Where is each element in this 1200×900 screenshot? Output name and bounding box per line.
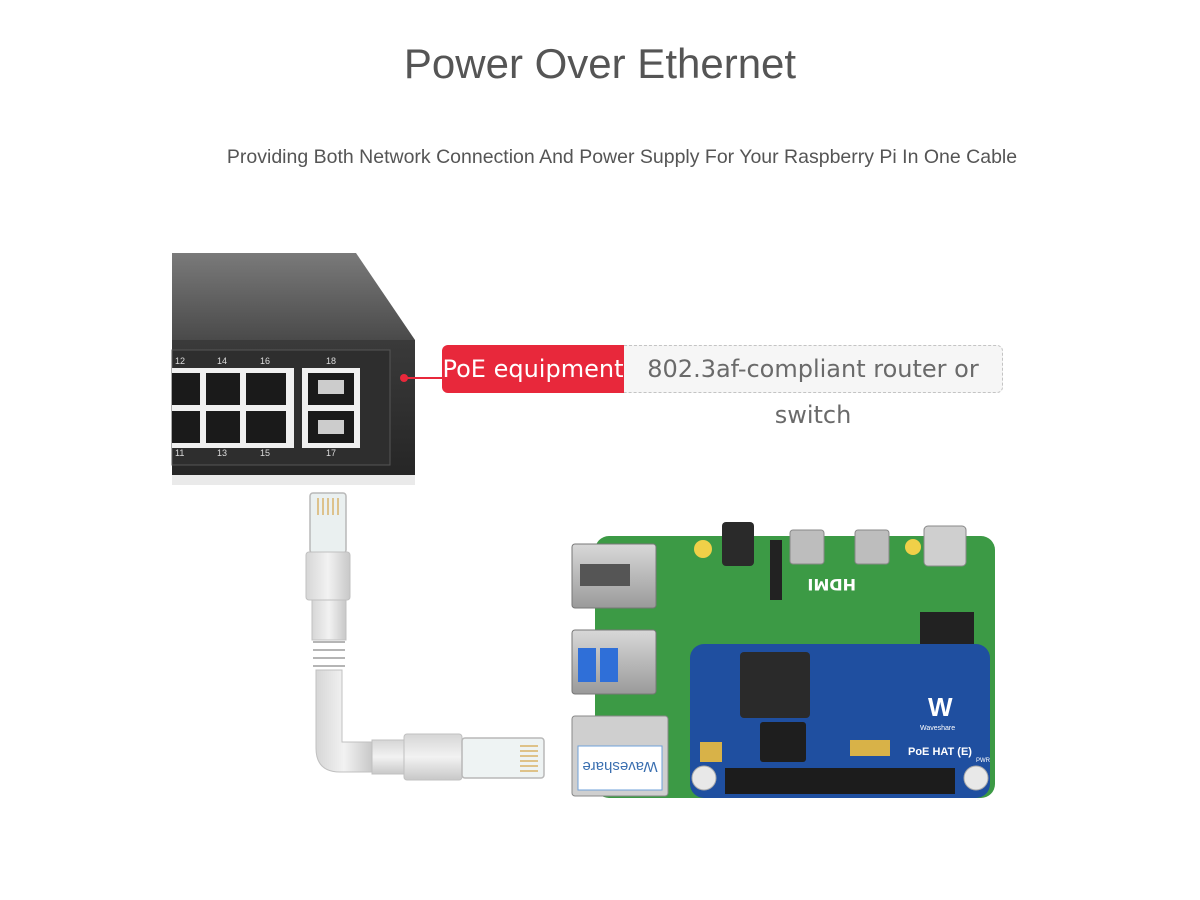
hat-brand: Waveshare [920, 725, 955, 732]
port-label: 15 [260, 448, 270, 458]
waveshare-logo-icon: W [928, 692, 953, 722]
network-switch: 12 14 16 18 11 13 15 17 [171, 253, 415, 485]
ethernet-ports [172, 373, 354, 443]
page-subtitle: Providing Both Network Connection And Po… [226, 146, 1018, 168]
port-label: 13 [217, 448, 227, 458]
raspberry-pi-board: HDMI Waveshare W Waveshare PoE HAT (E) P… [571, 522, 995, 798]
display-connector [770, 540, 782, 600]
waveshare-sticker: Waveshare [582, 758, 657, 775]
gpio-connector [725, 768, 955, 794]
callout-tag: PoE equipment [442, 345, 624, 393]
pwr-label: PWR [976, 758, 991, 764]
switch-top [172, 253, 415, 340]
hdmi-silkscreen: HDMI [807, 575, 856, 594]
port-label: 11 [175, 448, 184, 458]
ethernet-cable [305, 492, 545, 781]
page-title: Power Over Ethernet [403, 40, 797, 87]
callout-description: 802.3af-compliant router or switch [624, 345, 1003, 429]
poe-equipment-callout: PoE equipment 802.3af-compliant router o… [442, 345, 1004, 429]
port-label: 12 [175, 356, 185, 366]
port-label: 18 [326, 356, 336, 366]
port-label: 17 [326, 448, 336, 458]
callout-connector [400, 374, 442, 382]
port-label: 16 [260, 356, 270, 366]
port-label: 14 [217, 356, 227, 366]
usb-c-port [923, 525, 967, 567]
micro-hdmi-port [789, 529, 825, 565]
micro-hdmi-port [854, 529, 890, 565]
gpio-header [920, 612, 974, 648]
transformer [740, 652, 810, 718]
hat-label: PoE HAT (E) [908, 746, 972, 758]
audio-jack [722, 522, 754, 566]
